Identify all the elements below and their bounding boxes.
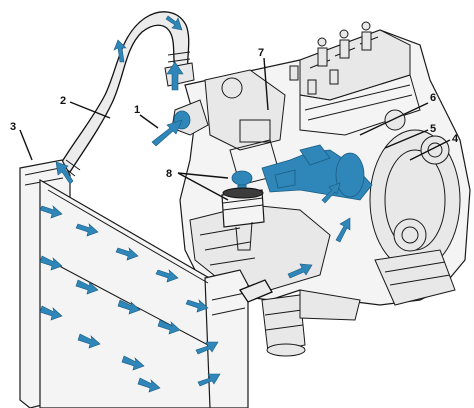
flow-arrow-icon xyxy=(166,61,184,91)
flow-arrows xyxy=(39,15,351,393)
callout-4: 4 xyxy=(452,133,459,145)
flow-arrow-icon xyxy=(287,263,313,279)
flow-arrow-icon xyxy=(137,377,161,393)
flow-arrow-icon xyxy=(157,319,181,335)
leader-lines xyxy=(19,57,451,201)
flow-arrow-icon xyxy=(117,299,141,315)
callout-3: 3 xyxy=(10,121,16,133)
callout-1: 1 xyxy=(134,104,140,116)
flow-arrow-icon xyxy=(165,15,183,31)
flow-arrow-icon xyxy=(39,305,63,321)
piston-assembly xyxy=(221,187,265,251)
flow-arrow-icon xyxy=(75,223,99,237)
radiator xyxy=(19,159,273,408)
callout-labels: 1 2 3 4 5 6 7 8 xyxy=(10,47,459,180)
callout-2: 2 xyxy=(60,95,66,107)
callout-6: 6 xyxy=(430,92,436,104)
flow-arrow-icon xyxy=(151,119,183,147)
flow-arrow-icon xyxy=(77,333,101,349)
flow-arrow-icon xyxy=(39,255,63,271)
callout-7: 7 xyxy=(258,47,264,59)
flow-arrow-icon xyxy=(335,217,351,243)
callout-8: 8 xyxy=(166,168,172,180)
flow-arrow-icon xyxy=(155,269,179,283)
injectors xyxy=(289,21,372,95)
upper-radiator-hose xyxy=(59,11,195,177)
flow-arrow-icon xyxy=(321,182,341,204)
flow-arrow-icon xyxy=(185,299,209,313)
flow-arrow-icon xyxy=(113,39,127,63)
engine-block xyxy=(179,21,471,357)
flow-arrow-icon xyxy=(55,161,74,185)
flow-arrow-icon xyxy=(121,355,145,371)
callout-5: 5 xyxy=(430,123,436,135)
flow-arrow-icon xyxy=(197,373,221,387)
flow-arrow-icon xyxy=(195,341,219,355)
flow-arrow-icon xyxy=(75,279,99,295)
flow-arrow-icon xyxy=(39,205,63,219)
flow-arrow-icon xyxy=(115,247,139,261)
